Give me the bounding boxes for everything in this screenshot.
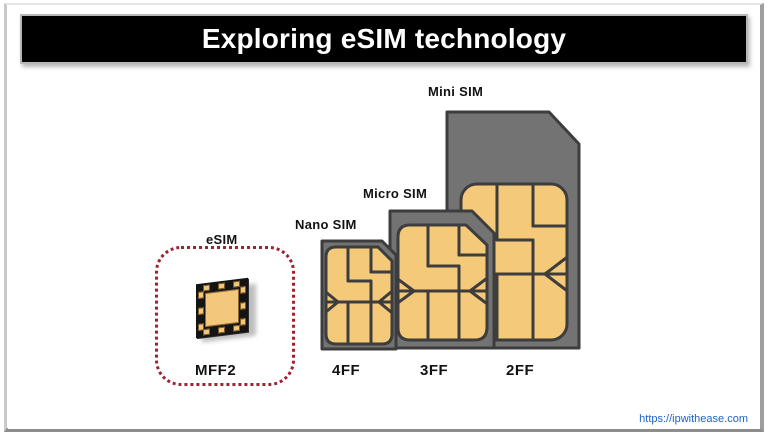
mini-sim-bottom-label: 2FF [506,362,535,379]
micro-sim-contact [396,223,489,342]
esim-pad-left-3 [198,323,204,331]
esim-pad-bottom-1 [203,328,210,336]
mini-sim-top-label: Mini SIM [428,84,484,99]
page-title: Exploring eSIM technology [201,23,567,54]
nano-sim-bottom-label: 4FF [332,362,361,379]
esim-pad-left-1 [198,291,204,299]
esim-pad-left-2 [198,307,204,315]
esim-pad-right-2 [240,302,246,310]
micro-sim-bottom-label: 3FF [420,362,449,379]
slide-frame-inner [8,6,760,429]
esim-pad-right-3 [240,318,246,326]
watermark-url[interactable]: https://ipwithease.com [637,412,750,426]
micro-sim-card [388,209,504,357]
esim-pad-bottom-2 [218,326,225,334]
esim-pad-right-1 [240,286,246,294]
esim-pad-top-2 [218,282,225,290]
esim-bottom-label: MFF2 [195,362,237,379]
title-banner: Exploring eSIM technology [20,14,748,64]
micro-sim-top-label: Micro SIM [363,186,428,201]
esim-pad-top-3 [233,280,240,288]
esim-top-label: eSIM [206,232,238,247]
nano-sim-top-label: Nano SIM [295,217,357,232]
esim-chip [196,277,256,343]
nano-sim-card [320,239,405,357]
esim-chip-body [196,277,248,339]
esim-chip-die [205,288,239,328]
esim-pad-top-1 [203,284,210,292]
nano-sim-contact [324,245,394,346]
esim-pad-bottom-3 [233,324,240,332]
